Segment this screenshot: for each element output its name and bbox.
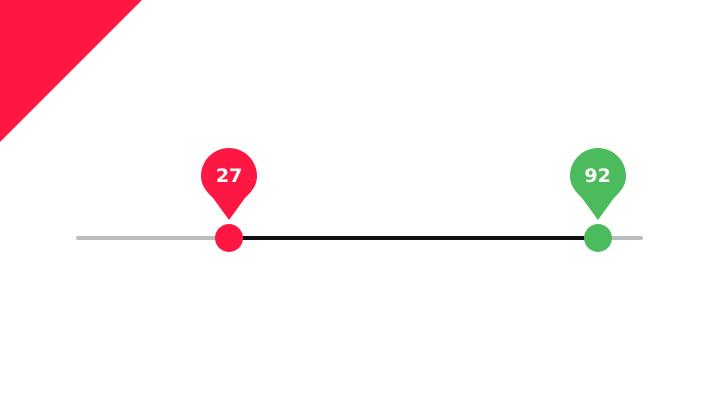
- high-value-thumb[interactable]: [583, 224, 612, 252]
- corner-triangle-icon: [0, 0, 142, 142]
- corner-ribbon: [0, 0, 142, 142]
- slider-selected-range: [229, 236, 598, 240]
- low-value-thumb[interactable]: [215, 224, 244, 252]
- map-pin-icon: [569, 148, 626, 220]
- map-pin-icon: [201, 148, 258, 220]
- high-value-pin: 92: [569, 148, 626, 220]
- high-value-label: 92: [584, 165, 611, 187]
- range-slider[interactable]: 27 92: [76, 148, 643, 254]
- low-value-label: 27: [215, 165, 243, 187]
- low-value-pin: 27: [201, 148, 258, 220]
